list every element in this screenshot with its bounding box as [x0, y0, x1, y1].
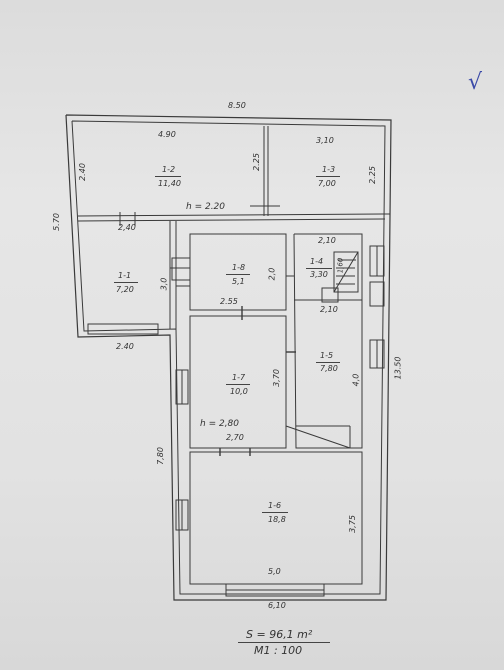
- room-3-area: 7,00: [318, 179, 336, 188]
- room-2-area: 11,40: [158, 179, 181, 188]
- room-1-number: 1-1: [118, 271, 132, 280]
- room-6-width-outer: 6,10: [268, 601, 286, 610]
- scale: M1 : 100: [254, 644, 303, 657]
- room-8-area: 5,1: [232, 277, 245, 286]
- room-4-stair-side: 1,60: [336, 257, 345, 274]
- room-6-divider: [262, 512, 288, 513]
- room-8-width-bottom: 2.55: [220, 297, 238, 306]
- overall-height-right: 13.50: [393, 356, 403, 380]
- lower-ceiling-height: h = 2,80: [200, 419, 240, 429]
- room-1-width-top: 2,40: [118, 223, 136, 232]
- room-7-divider: [226, 384, 250, 385]
- room-3-side-right: 2.25: [367, 166, 377, 184]
- room-1-area: 7,20: [116, 285, 134, 294]
- room-2-side-right: 2.25: [251, 153, 261, 171]
- upper-ceiling-height: h = 2.20: [186, 202, 226, 212]
- room-2-side-left: 2.40: [77, 163, 87, 181]
- room-5-divider: [316, 362, 340, 363]
- room-5-number: 1-5: [320, 351, 334, 360]
- room-2-width: 4.90: [158, 130, 176, 139]
- room-7-number: 1-7: [232, 373, 246, 382]
- room-2-number: 1-2: [162, 165, 176, 174]
- room-5-area: 7,80: [320, 364, 338, 373]
- room-7-area: 10,0: [230, 387, 248, 396]
- room-3-divider: [316, 176, 340, 177]
- room-5-side-right: 4,0: [351, 373, 361, 387]
- room-7-width-bottom: 2,70: [226, 433, 244, 442]
- room-1-side: 3,0: [159, 277, 169, 291]
- check-mark: √: [468, 70, 483, 95]
- room-6-number: 1-6: [268, 501, 282, 510]
- room-6-width-inner: 5,0: [268, 567, 281, 576]
- room-6-side-right: 3,75: [347, 515, 357, 533]
- room-8-divider: [226, 274, 250, 275]
- room-4-number: 1-4: [310, 257, 324, 266]
- room-1-divider: [114, 282, 138, 283]
- overall-height-left: 5.70: [51, 213, 61, 231]
- room-4-divider: [306, 268, 332, 269]
- total-area: S = 96,1 m²: [246, 628, 313, 641]
- total-divider: [238, 642, 330, 643]
- room-4-area: 3,30: [310, 270, 328, 279]
- room-7-side-right: 3,70: [271, 369, 281, 387]
- room-6-side-left: 7,80: [155, 447, 165, 465]
- room-8-number: 1-8: [232, 263, 246, 272]
- overall-width: 8.50: [228, 101, 246, 110]
- room-3-number: 1-3: [322, 165, 336, 174]
- room-4-width-top: 2,10: [318, 236, 336, 245]
- room-1-width-bottom: 2.40: [116, 342, 134, 351]
- room-4-width-bottom: 2,10: [320, 305, 338, 314]
- room-8-side-right: 2,0: [267, 267, 277, 281]
- room-6-area: 18,8: [268, 515, 286, 524]
- room-2-divider: [155, 176, 181, 177]
- room-3-width: 3,10: [316, 136, 334, 145]
